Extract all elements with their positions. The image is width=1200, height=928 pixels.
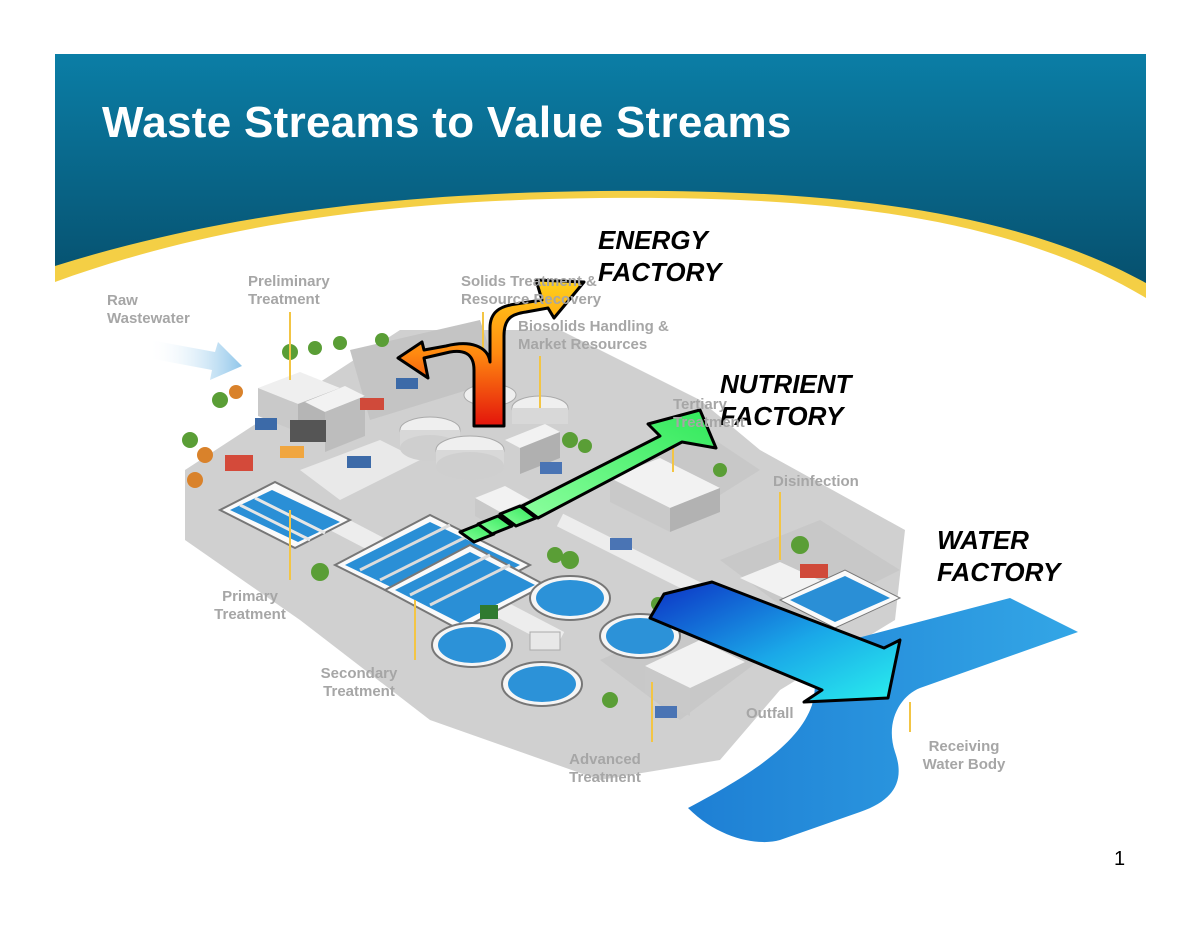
vehicles — [225, 378, 828, 718]
label-line: Treatment — [214, 606, 286, 623]
nutrient-factory-line-1: NUTRIENT — [720, 369, 852, 399]
secondary-basins — [332, 513, 548, 632]
label-line: Water Body — [922, 756, 1006, 773]
preliminary-buildings — [258, 372, 365, 452]
receiving-water-body-label: Receiving Water Body — [920, 738, 1008, 774]
water-factory-arrow — [648, 580, 902, 704]
tertiary-treatment-label: Tertiary Treatment — [673, 396, 745, 432]
nutrient-factory-line-2: FACTORY — [720, 401, 844, 431]
outfall-label: Outfall — [746, 705, 794, 723]
label-line: Treatment — [673, 414, 745, 431]
tertiary-buildings — [475, 458, 902, 716]
label-line: Receiving — [928, 738, 1000, 755]
trees — [182, 333, 809, 708]
label-line: Treatment — [569, 769, 641, 786]
label-line: Biosolids Handling & — [518, 318, 669, 335]
label-line: Preliminary — [248, 273, 330, 290]
circular-clarifiers — [431, 575, 681, 707]
label-line: Treatment — [323, 683, 395, 700]
nutrient-factory-label: NUTRIENT FACTORY — [720, 368, 851, 432]
label-line: Advanced — [569, 751, 641, 768]
header-band — [55, 54, 1146, 298]
biosolids-handling-label: Biosolids Handling & Market Resources — [518, 318, 669, 354]
energy-factory-arrow — [396, 278, 586, 428]
water-factory-label: WATER FACTORY — [937, 524, 1060, 588]
primary-treatment-label: Primary Treatment — [212, 588, 288, 624]
label-line: Tertiary — [673, 396, 727, 413]
energy-factory-label: ENERGY FACTORY — [598, 224, 721, 288]
label-line: Treatment — [248, 291, 320, 308]
label-line: Secondary — [320, 665, 398, 682]
label-line: Outfall — [746, 705, 794, 722]
secondary-treatment-label: Secondary Treatment — [318, 665, 400, 701]
label-line: Solids Treatment & — [461, 273, 597, 290]
solids-treatment-label: Solids Treatment & Resource Recovery — [461, 273, 601, 309]
disinfection-label: Disinfection — [773, 473, 859, 491]
label-line: Raw — [107, 292, 138, 309]
page-title: Waste Streams to Value Streams — [102, 98, 792, 147]
label-line: Primary — [222, 588, 278, 605]
advanced-treatment-label: Advanced Treatment — [566, 751, 644, 787]
label-line: Market Resources — [518, 336, 648, 353]
preliminary-treatment-label: Preliminary Treatment — [248, 273, 330, 309]
energy-factory-line-1: ENERGY — [598, 225, 708, 255]
raw-wastewater-label: Raw Wastewater — [107, 292, 190, 328]
label-line: Disinfection — [773, 473, 859, 490]
inflow-arrow — [148, 340, 242, 380]
label-line: Wastewater — [107, 310, 190, 327]
label-line: Resource Recovery — [461, 291, 602, 308]
water-factory-line-1: WATER — [937, 525, 1029, 555]
energy-factory-line-2: FACTORY — [598, 257, 722, 287]
receiving-river — [688, 598, 1078, 843]
water-factory-line-2: FACTORY — [937, 557, 1061, 587]
page-number: 1 — [1114, 848, 1126, 870]
nutrient-factory-arrow — [458, 408, 718, 544]
